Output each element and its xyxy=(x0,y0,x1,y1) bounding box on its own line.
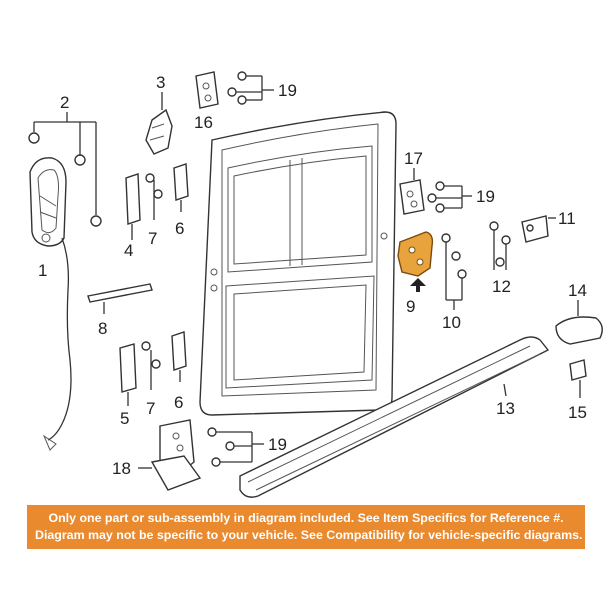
callout-1: 1 xyxy=(38,261,47,280)
part-15-clip xyxy=(569,359,587,398)
callout-7-upper: 7 xyxy=(148,229,157,248)
part-7-upper-screws xyxy=(145,173,163,220)
callout-16: 16 xyxy=(194,113,213,132)
callout-9: 9 xyxy=(406,297,415,316)
callout-10: 10 xyxy=(442,313,461,332)
part-16-upper-bracket xyxy=(195,71,219,109)
part-3-upper-hinge xyxy=(145,92,173,155)
callout-19-top: 19 xyxy=(278,81,297,100)
part-19-bolts-top xyxy=(227,71,274,105)
disclaimer-banner: Only one part or sub-assembly in diagram… xyxy=(27,505,585,549)
part-9-door-latch-highlighted xyxy=(397,231,434,292)
part-11-striker xyxy=(521,215,556,243)
callout-12: 12 xyxy=(492,277,511,296)
part-14-roller-cover xyxy=(555,300,603,345)
disclaimer-line-1: Only one part or sub-assembly in diagram… xyxy=(48,511,564,525)
part-18-lower-hinge xyxy=(138,419,202,491)
callout-6-lower: 6 xyxy=(174,393,183,412)
part-17-latch-bracket xyxy=(399,168,425,215)
disclaimer-line-2: Diagram may not be specific to your vehi… xyxy=(35,528,583,542)
part-8-trim-strip xyxy=(87,283,153,314)
callout-19-bottom: 19 xyxy=(268,435,287,454)
callout-8: 8 xyxy=(98,319,107,338)
callout-19-right: 19 xyxy=(476,187,495,206)
callout-5: 5 xyxy=(120,409,129,428)
callout-17: 17 xyxy=(404,149,423,168)
part-6-lower-cover xyxy=(171,331,187,382)
callout-labels: 1 2 3 4 5 6 6 7 7 8 9 10 11 12 13 14 15 … xyxy=(38,73,587,478)
part-19-bolts-right xyxy=(427,181,472,213)
part-19-bolts-bottom xyxy=(207,427,264,467)
callout-7-lower: 7 xyxy=(146,399,155,418)
part-13-lower-rail xyxy=(239,336,550,498)
callout-3: 3 xyxy=(156,73,165,92)
part-10-latch-screws xyxy=(441,233,467,310)
callout-2: 2 xyxy=(60,93,69,112)
sliding-door-panel xyxy=(199,111,397,416)
part-12-striker-bolts xyxy=(489,221,511,270)
part-7-lower-screws xyxy=(141,341,161,390)
callout-11: 11 xyxy=(558,209,576,228)
part-4-upper-guide xyxy=(125,173,141,240)
callout-15: 15 xyxy=(568,403,587,422)
callout-14: 14 xyxy=(568,281,587,300)
part-5-lower-guide xyxy=(119,343,137,406)
part-1-door-handle xyxy=(29,157,72,451)
part-6-upper-cover xyxy=(173,163,189,212)
callout-4: 4 xyxy=(124,241,133,260)
callout-18: 18 xyxy=(112,459,131,478)
part-2-screws xyxy=(28,112,102,227)
callout-6-upper: 6 xyxy=(175,219,184,238)
callout-13: 13 xyxy=(496,399,515,418)
